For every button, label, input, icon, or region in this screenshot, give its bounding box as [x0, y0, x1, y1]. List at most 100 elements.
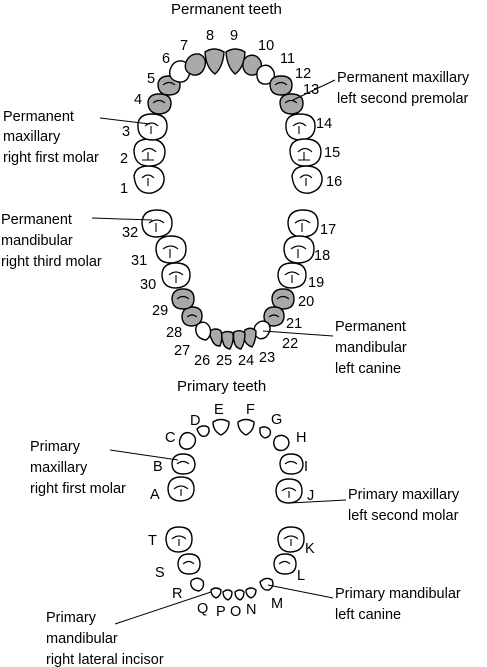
tooth-letter: E	[214, 402, 224, 418]
callout-line: left canine	[335, 361, 401, 377]
callout-line: Permanent	[1, 212, 72, 228]
callout-line: Permanent	[3, 109, 74, 125]
tooth-letter: Q	[197, 601, 208, 617]
tooth-letter: L	[297, 568, 305, 584]
tooth-letter: A	[150, 487, 160, 503]
callout-line: mandibular	[335, 340, 407, 356]
tooth-number: 6	[162, 51, 170, 67]
callout-line: right third molar	[1, 254, 102, 270]
tooth-1	[133, 165, 165, 194]
tooth-number: 30	[140, 277, 156, 293]
tooth-17	[287, 209, 319, 238]
leader-line	[114, 591, 212, 625]
tooth-24	[232, 330, 246, 350]
tooth-number: 26	[194, 353, 210, 369]
leader-line	[289, 499, 347, 504]
tooth-7	[184, 53, 207, 76]
tooth-29	[171, 288, 195, 310]
primary-mandibular-arch	[165, 526, 305, 601]
leader-line	[109, 449, 179, 461]
tooth-letter: B	[153, 459, 163, 475]
tooth-C	[178, 431, 197, 450]
tooth-letter: M	[271, 596, 283, 612]
tooth-letter: T	[148, 533, 157, 549]
tooth-letter: R	[172, 586, 182, 602]
tooth-number: 15	[324, 145, 340, 161]
tooth-number: 1	[120, 181, 128, 197]
callout-line: mandibular	[46, 631, 118, 647]
callout-line: right lateral incisor	[46, 652, 164, 667]
tooth-13	[279, 93, 304, 115]
callout-line: left second premolar	[337, 91, 469, 107]
tooth-H	[273, 434, 290, 452]
tooth-number: 21	[286, 316, 302, 332]
tooth-number: 4	[134, 92, 142, 108]
tooth-number: 28	[166, 325, 182, 341]
tooth-2	[133, 138, 166, 167]
callout-line: Primary maxillary	[348, 487, 460, 503]
tooth-19	[277, 262, 307, 289]
tooth-30	[161, 262, 191, 289]
tooth-number: 8	[206, 28, 214, 44]
tooth-number: 24	[238, 353, 254, 369]
tooth-letter: K	[305, 541, 315, 557]
leader-line	[292, 79, 336, 101]
callout-line: left canine	[335, 607, 401, 623]
tooth-12	[269, 75, 293, 96]
tooth-31	[155, 235, 187, 264]
callout-permanent-maxillary-left-second-premolar: Permanent maxillary left second premolar	[292, 70, 470, 107]
tooth-letter: G	[271, 412, 282, 428]
tooth-L	[273, 553, 297, 575]
callout-line: maxillary	[3, 129, 61, 145]
tooth-26	[209, 328, 223, 347]
tooth-22	[253, 320, 271, 340]
tooth-28	[181, 306, 203, 327]
tooth-E	[212, 418, 230, 436]
tooth-number: 10	[258, 38, 274, 54]
primary-teeth-title: Primary teeth	[177, 378, 266, 395]
tooth-number: 2	[120, 151, 128, 167]
tooth-letter: O	[230, 604, 241, 620]
tooth-number: 7	[180, 38, 188, 54]
tooth-number: 14	[316, 116, 332, 132]
callout-primary-maxillary-right-first-molar: Primary maxillary right first molar	[30, 439, 179, 497]
tooth-number: 25	[216, 353, 232, 369]
tooth-B	[171, 453, 196, 475]
primary-tooth-letters: A B C D E F G H I J K L M N O P Q R S T	[148, 402, 315, 620]
permanent-maxillary-arch	[133, 48, 323, 194]
tooth-18	[283, 235, 315, 264]
tooth-O	[234, 589, 245, 601]
callout-permanent-mandibular-left-canine: Permanent mandibular left canine	[262, 319, 407, 377]
tooth-number: 3	[122, 124, 130, 140]
tooth-9	[225, 48, 246, 75]
callout-permanent-mandibular-right-third-molar: Permanent mandibular right third molar	[1, 212, 153, 270]
callout-line: Primary mandibular	[335, 586, 461, 602]
tooth-number: 16	[326, 174, 342, 190]
tooth-number: 13	[303, 82, 319, 98]
tooth-letter: I	[304, 459, 308, 475]
leader-line	[262, 330, 334, 337]
tooth-16	[291, 165, 323, 194]
tooth-23	[242, 327, 257, 348]
tooth-S	[177, 553, 201, 575]
callout-line: right first molar	[30, 481, 126, 497]
tooth-G	[259, 426, 272, 439]
leader-line	[99, 117, 151, 125]
tooth-14	[285, 113, 316, 141]
tooth-number: 31	[131, 253, 147, 269]
tooth-T	[165, 526, 193, 553]
tooth-3	[137, 113, 168, 141]
tooth-M	[259, 577, 274, 591]
callout-permanent-maxillary-right-first-molar: Permanent maxillary right first molar	[3, 109, 151, 166]
tooth-R	[189, 577, 205, 592]
permanent-teeth-title: Permanent teeth	[171, 1, 282, 18]
tooth-number: 9	[230, 28, 238, 44]
tooth-letter: J	[307, 488, 314, 504]
tooth-8	[204, 48, 225, 75]
callout-line: maxillary	[30, 460, 88, 476]
callout-line: mandibular	[1, 233, 73, 249]
leader-line	[91, 217, 153, 221]
tooth-10	[242, 54, 263, 76]
